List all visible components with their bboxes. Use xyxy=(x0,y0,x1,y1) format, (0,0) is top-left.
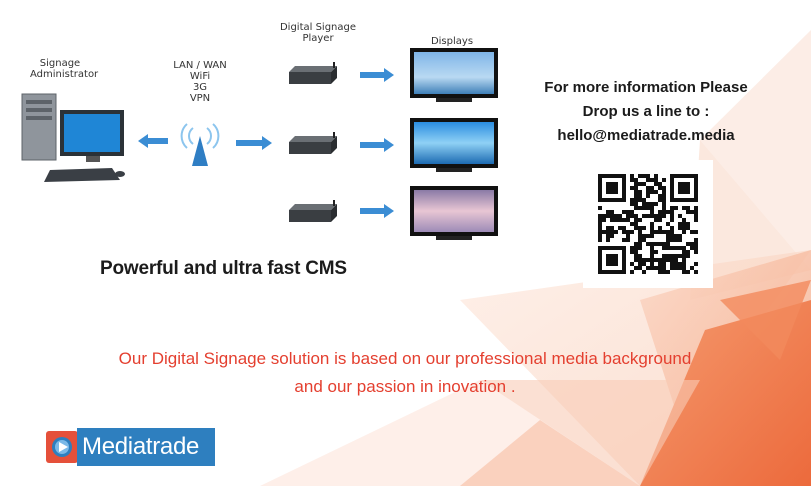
slogan-line-2: and our passion in inovation . xyxy=(294,377,516,396)
right-arrow-icon xyxy=(236,136,272,150)
network-types: LAN / WAN WiFi 3G VPN xyxy=(160,60,240,104)
display-screen-icon xyxy=(410,118,498,172)
qr-code-icon xyxy=(598,174,698,274)
wifi-antenna-icon xyxy=(180,123,220,166)
mediatrade-logo: Mediatrade xyxy=(45,428,215,466)
contact-line-2: Drop us a line to : xyxy=(582,103,710,120)
logo-brand-text: Mediatrade xyxy=(82,433,200,460)
player-box-icon xyxy=(289,200,337,222)
computer-icon xyxy=(21,93,125,182)
displays-label: Displays xyxy=(430,36,474,47)
display-screen-icon xyxy=(410,186,498,240)
contact-email[interactable]: hello@mediatrade.media xyxy=(557,127,735,144)
qr-code[interactable] xyxy=(583,160,713,288)
admin-label: Signage Administrator xyxy=(30,58,99,80)
player-box-icon xyxy=(289,62,337,84)
contact-line-1: For more information Please xyxy=(544,79,748,96)
display-screen-icon xyxy=(410,48,498,102)
logo-wordmark: Mediatrade xyxy=(77,428,215,466)
right-arrow-icon xyxy=(360,204,394,218)
slogan: Our Digital Signage solution is based on… xyxy=(20,345,790,401)
right-arrow-icon xyxy=(360,68,394,82)
network-vpn: VPN xyxy=(189,93,211,104)
network-lan-wan: LAN / WAN xyxy=(173,60,227,71)
network-wifi: WiFi xyxy=(189,71,211,82)
right-arrow-icon xyxy=(360,138,394,152)
player-box-icon xyxy=(289,132,337,154)
slogan-line-1: Our Digital Signage solution is based on… xyxy=(118,349,692,368)
contact-info: For more information Please Drop us a li… xyxy=(512,76,780,148)
player-label: Digital Signage Player xyxy=(279,22,357,44)
logo-mark-icon xyxy=(46,431,78,463)
left-arrow-icon xyxy=(138,134,168,148)
network-3g: 3G xyxy=(192,82,208,93)
cms-caption: Powerful and ultra fast CMS xyxy=(100,258,347,279)
